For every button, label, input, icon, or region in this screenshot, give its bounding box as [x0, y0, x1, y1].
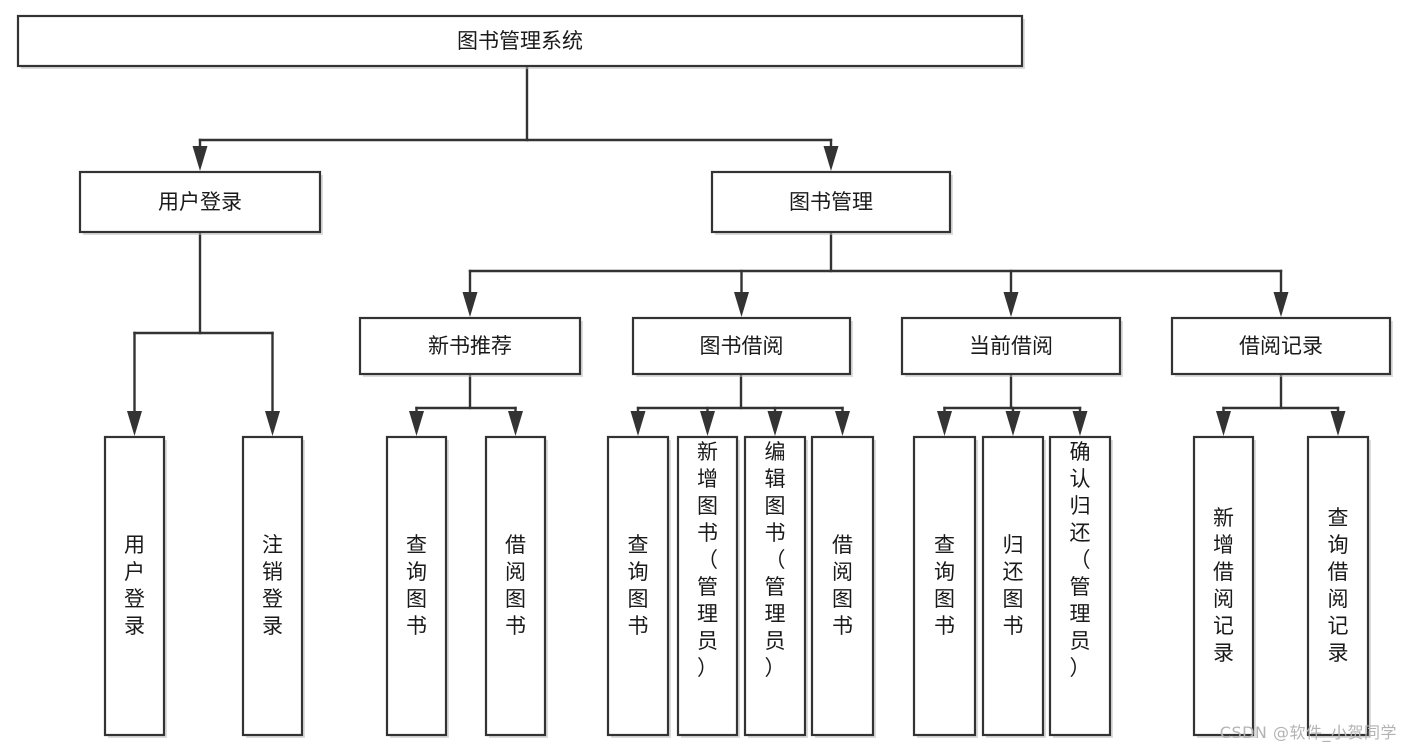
arrow-head-icon: [1003, 292, 1019, 317]
arrow-head-icon: [734, 292, 749, 317]
node-label: 当前借阅: [969, 334, 1053, 358]
node-l-rec-query[interactable]: 查询图书: [385, 435, 449, 738]
node-rect[interactable]: [606, 435, 670, 737]
arrow-head-icon: [630, 411, 646, 436]
arrow-head-icon: [1072, 411, 1088, 436]
node-label: 图书借阅: [700, 334, 784, 358]
node-rect[interactable]: [103, 435, 166, 737]
node-root[interactable]: 图书管理系统: [16, 14, 1025, 69]
arrow-head-icon: [823, 146, 839, 171]
arrow-head-icon: [700, 411, 715, 436]
node-rect[interactable]: [710, 170, 952, 234]
node-label: 新增借阅记录: [1213, 506, 1234, 665]
connector-group-root-bus: [192, 64, 839, 171]
node-label: 新增图书（管理员）: [697, 440, 718, 680]
node-rect[interactable]: [676, 435, 739, 737]
arrow-head-icon: [835, 411, 850, 436]
arrow-head-icon: [265, 411, 280, 436]
node-rect[interactable]: [484, 435, 547, 737]
connector-group-book-borrow-bus: [630, 372, 850, 436]
node-label: 注销登录: [262, 533, 283, 638]
node-label: 确认归还（管理员）: [1070, 440, 1091, 680]
node-l-rec-borrow[interactable]: 借阅图书: [484, 435, 548, 738]
node-rect[interactable]: [1048, 435, 1112, 737]
node-label: 借阅图书: [505, 533, 526, 638]
node-l-bb-query[interactable]: 查询图书: [606, 435, 671, 738]
connector-group-new-book-rec-bus: [409, 372, 523, 436]
node-rect[interactable]: [631, 316, 852, 376]
node-rect[interactable]: [912, 435, 977, 737]
node-rect[interactable]: [1170, 316, 1392, 376]
node-rect[interactable]: [241, 435, 304, 737]
node-label: 图书管理: [789, 190, 873, 214]
connector-group-user-login-bus: [127, 230, 280, 436]
node-label: 借阅图书: [832, 533, 853, 638]
node-label: 用户登录: [124, 533, 145, 638]
node-l-cb-return[interactable]: 归还图书: [981, 435, 1046, 738]
arrow-head-icon: [462, 292, 478, 317]
node-rect[interactable]: [900, 316, 1122, 376]
arrow-head-icon: [409, 411, 424, 436]
node-rect[interactable]: [1192, 435, 1255, 737]
node-rect[interactable]: [743, 435, 807, 737]
node-label: 查询图书: [628, 533, 649, 638]
arrow-head-icon: [508, 411, 523, 436]
node-rect[interactable]: [981, 435, 1045, 737]
node-rect[interactable]: [1306, 435, 1370, 737]
node-rect[interactable]: [16, 14, 1024, 68]
node-label: 查询图书: [934, 533, 955, 638]
connector-group-borrow-record-bus: [1216, 372, 1346, 436]
node-label: 编辑图书（管理员）: [765, 440, 786, 680]
node-rect[interactable]: [78, 170, 322, 234]
arrow-head-icon: [937, 411, 952, 436]
node-l-logout[interactable]: 注销登录: [241, 435, 305, 738]
node-label: 图书管理系统: [457, 29, 583, 53]
node-l-bb-borrow[interactable]: 借阅图书: [810, 435, 876, 738]
node-rect[interactable]: [810, 435, 875, 737]
node-l-bb-edit[interactable]: 编辑图书（管理员）: [743, 435, 808, 738]
node-label: 查询借阅记录: [1328, 506, 1349, 665]
node-n-user-login[interactable]: 用户登录: [78, 170, 323, 235]
node-l-br-add[interactable]: 新增借阅记录: [1192, 435, 1256, 738]
csdn-watermark: CSDN @软件_小贺同学: [1219, 723, 1397, 742]
node-label: 查询图书: [406, 533, 427, 638]
node-l-cb-query[interactable]: 查询图书: [912, 435, 978, 738]
connector-layer: [127, 64, 1346, 436]
node-n-borrow-record[interactable]: 借阅记录: [1170, 316, 1393, 377]
node-n-new-book-rec[interactable]: 新书推荐: [358, 316, 583, 377]
arrow-head-icon: [767, 411, 783, 436]
node-label: 借阅记录: [1239, 334, 1323, 358]
node-l-user-login[interactable]: 用户登录: [103, 435, 167, 738]
node-rect[interactable]: [358, 316, 582, 376]
arrow-head-icon: [127, 411, 142, 436]
node-rect[interactable]: [385, 435, 448, 737]
node-layer: 图书管理系统用户登录图书管理新书推荐图书借阅当前借阅借阅记录用户登录注销登录查询…: [16, 14, 1393, 738]
arrow-head-icon: [1216, 411, 1231, 436]
node-n-book-manage[interactable]: 图书管理: [710, 170, 953, 235]
node-label: 用户登录: [158, 190, 242, 214]
node-l-cb-confirm[interactable]: 确认归还（管理员）: [1048, 435, 1113, 738]
arrow-head-icon: [1330, 411, 1346, 436]
arrow-head-icon: [1273, 292, 1289, 317]
node-l-bb-add[interactable]: 新增图书（管理员）: [676, 435, 740, 738]
node-label: 归还图书: [1003, 533, 1024, 638]
node-n-book-borrow[interactable]: 图书借阅: [631, 316, 853, 377]
connector-group-current-borrow-bus: [937, 372, 1088, 436]
node-label: 新书推荐: [428, 334, 512, 358]
arrow-head-icon: [1005, 411, 1021, 436]
node-n-current-borrow[interactable]: 当前借阅: [900, 316, 1123, 377]
arrow-head-icon: [192, 146, 208, 171]
node-l-br-query[interactable]: 查询借阅记录: [1306, 435, 1371, 738]
connector-group-book-manage-bus: [462, 230, 1289, 317]
